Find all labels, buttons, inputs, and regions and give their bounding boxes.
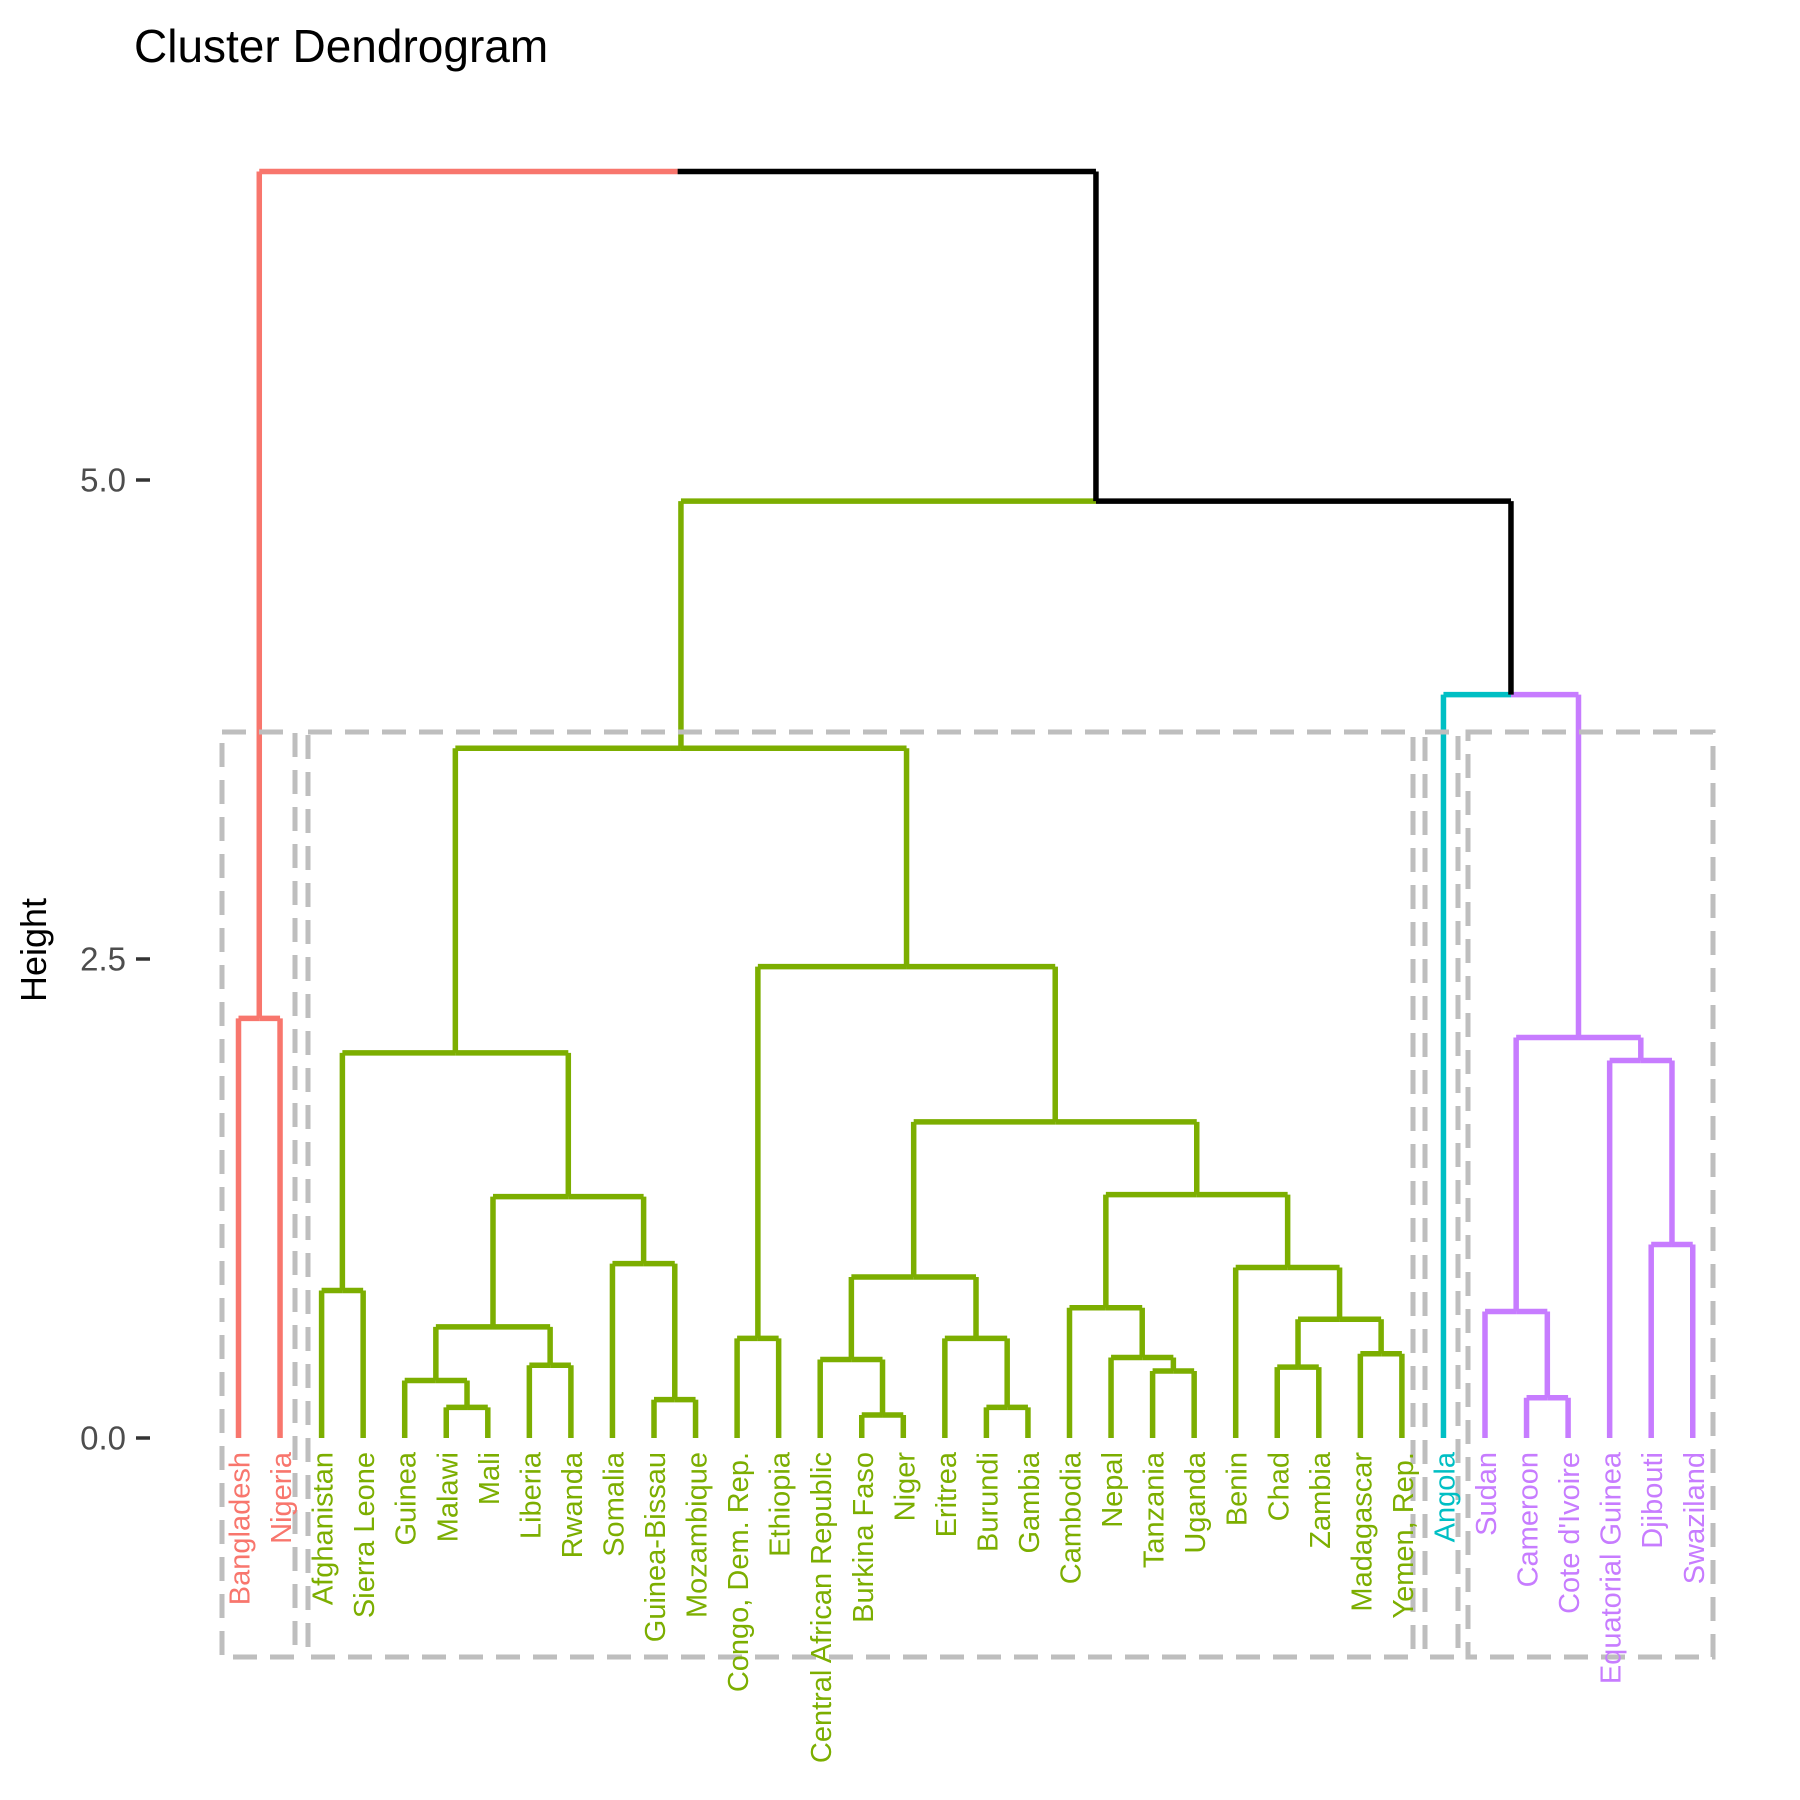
- leaf-label: Central African Republic: [806, 1452, 838, 1763]
- leaf-label: Cote d'Ivoire: [1554, 1452, 1586, 1614]
- leaf-label: Sierra Leone: [349, 1452, 381, 1618]
- leaf-label: Mali: [474, 1452, 506, 1505]
- leaf-label: Guinea-Bissau: [640, 1452, 672, 1642]
- leaf-label: Malawi: [432, 1452, 464, 1542]
- leaf-label: Niger: [889, 1452, 921, 1522]
- y-tick-label: 2.5: [80, 941, 126, 978]
- leaf-label: Benin: [1222, 1452, 1254, 1526]
- leaf-label: Chad: [1263, 1452, 1295, 1521]
- leaf-label: Nigeria: [266, 1451, 298, 1544]
- y-axis-title: Height: [13, 898, 54, 1002]
- leaf-label: Rwanda: [557, 1451, 589, 1558]
- leaf-label: Mozambique: [682, 1452, 714, 1618]
- leaf-label: Guinea: [391, 1451, 423, 1545]
- leaf-label: Burundi: [972, 1452, 1004, 1552]
- leaf-label: Liberia: [515, 1451, 547, 1539]
- leaf-label: Equatorial Guinea: [1596, 1451, 1628, 1684]
- cluster-box-c4: [1465, 729, 1716, 1660]
- leaf-label: Zambia: [1305, 1451, 1337, 1549]
- leaf-label: Cambodia: [1056, 1451, 1088, 1584]
- leaf-label: Uganda: [1180, 1451, 1212, 1553]
- leaf-label: Burkina Faso: [848, 1452, 880, 1623]
- leaf-label: Somalia: [598, 1451, 630, 1557]
- chart-title: Cluster Dendrogram: [134, 20, 548, 72]
- leaf-label: Sudan: [1471, 1452, 1503, 1536]
- y-axis: 0.0 2.5 5.0: [80, 462, 150, 1457]
- cluster-boxes-layer: [219, 729, 1716, 1660]
- leaf-label: Tanzania: [1139, 1451, 1171, 1568]
- cluster-box-c2: [305, 729, 1416, 1660]
- leaf-label: Afghanistan: [308, 1452, 340, 1605]
- leaf-label: Gambia: [1014, 1451, 1046, 1553]
- leaf-label: Ethiopia: [765, 1451, 797, 1557]
- leaf-label: Madagascar: [1346, 1452, 1378, 1612]
- leaf-label: Cameroon: [1513, 1452, 1545, 1587]
- branches-layer: [235, 168, 1696, 1438]
- y-tick-label: 0.0: [80, 1420, 126, 1457]
- leaf-label: Swaziland: [1679, 1452, 1711, 1584]
- leaf-label: Nepal: [1097, 1452, 1129, 1528]
- leaf-label: Angola: [1429, 1451, 1461, 1542]
- y-tick-label: 5.0: [80, 462, 126, 499]
- leaf-labels-layer: Bangladesh Nigeria Afghanistan Sierra Leone…: [225, 1451, 1711, 1763]
- leaf-label: Djibouti: [1637, 1452, 1669, 1549]
- leaf-label: Yemen, Rep.: [1388, 1452, 1420, 1619]
- leaf-label: Eritrea: [931, 1451, 963, 1537]
- leaf-label: Congo, Dem. Rep.: [723, 1452, 755, 1692]
- cluster-box-c1: [219, 729, 298, 1660]
- cluster-box-c3: [1422, 729, 1461, 1660]
- leaf-label: Bangladesh: [225, 1452, 257, 1605]
